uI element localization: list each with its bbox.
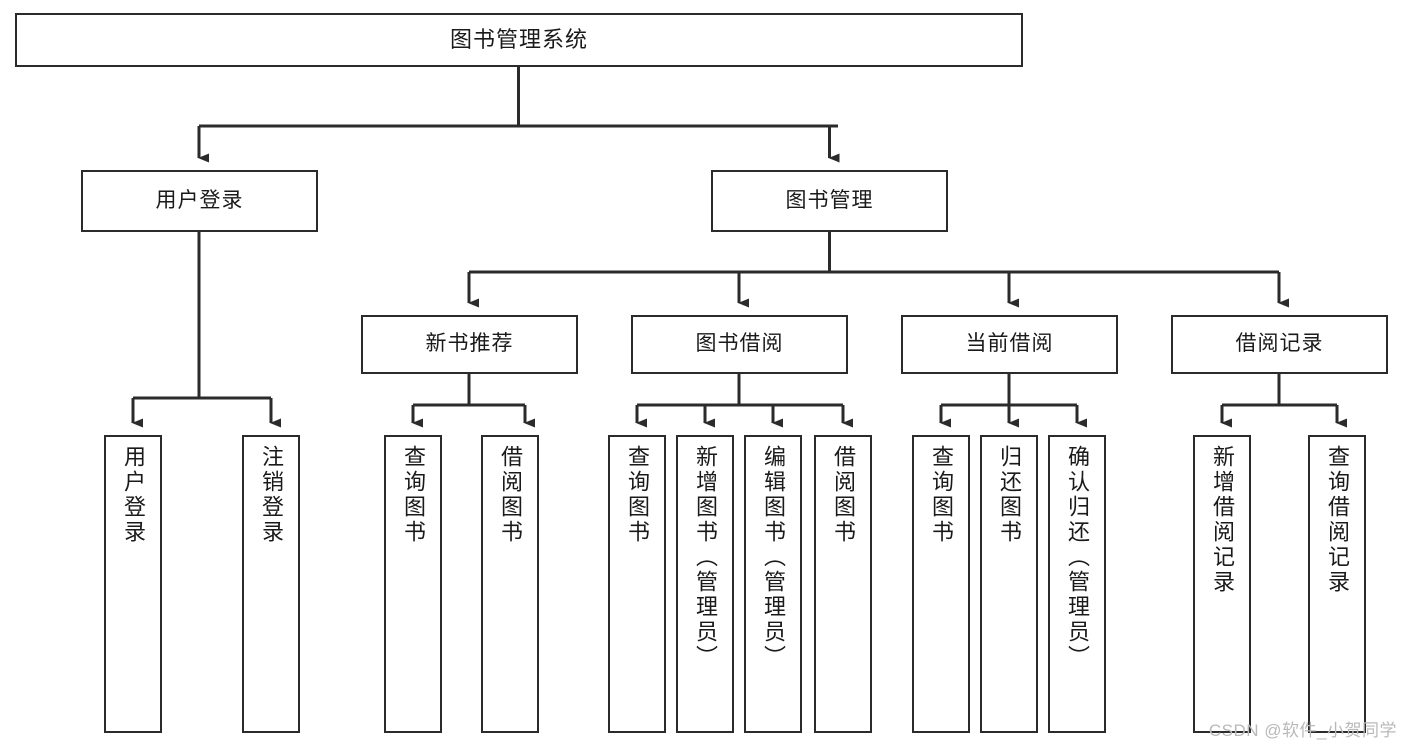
node-leaf-logout-login-label: 注销登录 bbox=[259, 445, 284, 545]
node-leaf-add-record[interactable]: 新增借阅记录 bbox=[1193, 435, 1251, 733]
node-root-system-label: 图书管理系统 bbox=[449, 27, 588, 53]
node-leaf-query-book-2[interactable]: 查询图书 bbox=[608, 435, 666, 733]
node-user-login[interactable]: 用户登录 bbox=[81, 170, 318, 232]
node-leaf-confirm-return-label: 确认归还（管理员） bbox=[1065, 445, 1090, 670]
node-leaf-edit-book[interactable]: 编辑图书（管理员） bbox=[744, 435, 802, 733]
node-leaf-logout-login[interactable]: 注销登录 bbox=[242, 435, 300, 733]
node-leaf-query-record-label: 查询借阅记录 bbox=[1325, 445, 1350, 595]
node-new-book-recommend-label: 新书推荐 bbox=[425, 332, 514, 356]
node-leaf-query-book-2-label: 查询图书 bbox=[625, 445, 650, 545]
node-leaf-edit-book-label: 编辑图书（管理员） bbox=[761, 445, 786, 670]
node-leaf-add-book[interactable]: 新增图书（管理员） bbox=[676, 435, 734, 733]
node-leaf-confirm-return[interactable]: 确认归还（管理员） bbox=[1048, 435, 1106, 733]
node-user-login-label: 用户登录 bbox=[155, 188, 244, 212]
node-leaf-borrow-book-2[interactable]: 借阅图书 bbox=[814, 435, 872, 733]
node-leaf-borrow-book-2-label: 借阅图书 bbox=[831, 445, 856, 545]
node-book-management-label: 图书管理 bbox=[785, 188, 874, 212]
node-leaf-query-book-3-label: 查询图书 bbox=[929, 445, 954, 545]
node-leaf-return-book-label: 归还图书 bbox=[997, 445, 1022, 545]
node-borrow-record[interactable]: 借阅记录 bbox=[1171, 315, 1388, 374]
csdn-watermark: CSDN @软件_小贺同学 bbox=[1208, 721, 1397, 740]
node-borrow-record-label: 借阅记录 bbox=[1235, 332, 1324, 356]
node-current-borrow-label: 当前借阅 bbox=[965, 332, 1054, 356]
node-leaf-return-book[interactable]: 归还图书 bbox=[980, 435, 1038, 733]
node-book-borrow-label: 图书借阅 bbox=[695, 332, 784, 356]
node-new-book-recommend[interactable]: 新书推荐 bbox=[361, 315, 578, 374]
node-leaf-query-record[interactable]: 查询借阅记录 bbox=[1308, 435, 1366, 733]
node-leaf-add-record-label: 新增借阅记录 bbox=[1210, 445, 1235, 595]
node-leaf-query-book-3[interactable]: 查询图书 bbox=[912, 435, 970, 733]
node-leaf-borrow-book-1-label: 借阅图书 bbox=[498, 445, 523, 545]
node-leaf-add-book-label: 新增图书（管理员） bbox=[693, 445, 718, 670]
node-leaf-borrow-book-1[interactable]: 借阅图书 bbox=[481, 435, 539, 733]
node-book-borrow[interactable]: 图书借阅 bbox=[631, 315, 848, 374]
node-book-management[interactable]: 图书管理 bbox=[711, 170, 948, 232]
node-root-system[interactable]: 图书管理系统 bbox=[15, 13, 1023, 67]
node-leaf-query-book-1[interactable]: 查询图书 bbox=[384, 435, 442, 733]
node-leaf-user-login[interactable]: 用户登录 bbox=[104, 435, 162, 733]
node-current-borrow[interactable]: 当前借阅 bbox=[901, 315, 1118, 374]
node-leaf-query-book-1-label: 查询图书 bbox=[401, 445, 426, 545]
node-leaf-user-login-label: 用户登录 bbox=[121, 445, 146, 545]
